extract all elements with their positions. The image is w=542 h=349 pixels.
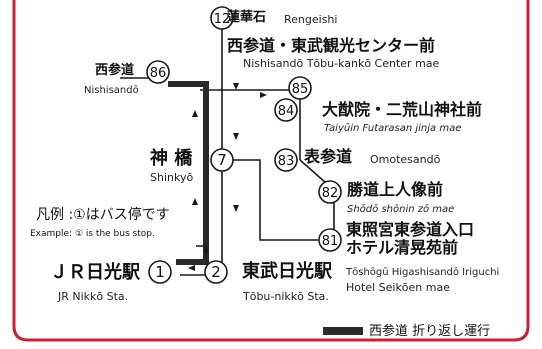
direction-arrow-trunk-mid <box>233 133 239 140</box>
stop-label-shinkyo-en: Shinkyō <box>150 171 194 184</box>
stop-marker-12-number: 12 <box>214 12 231 27</box>
stop-label-shinkyo-jp: 神 橋 <box>150 148 193 169</box>
stop-marker-85-number: 85 <box>292 82 309 97</box>
stop-marker-12-circle <box>210 6 234 30</box>
stop-marker-83: 83 <box>274 148 298 172</box>
stop-marker-85-circle <box>288 76 312 100</box>
stop-marker-1: 1 <box>148 260 172 284</box>
stop-label-shodo-jp: 勝道上人像前 <box>347 180 444 199</box>
legend-title-jp: 凡例 :①はバス停です <box>36 207 170 223</box>
stop-label-taiyuin-jp: 大猷院・二荒山神社前 <box>322 100 483 119</box>
stop-marker-84: 84 <box>274 98 298 122</box>
stop-label-seikoen-en: Hotel Seikōen mae <box>346 281 451 294</box>
stop-marker-1-number: 1 <box>155 263 165 281</box>
stop-marker-7: 7 <box>210 148 234 172</box>
direction-arrow-turnback-low <box>192 198 198 205</box>
legend-turnback-bar <box>323 327 363 335</box>
stop-label-toshogu-jp: 東照宮東参道入口 <box>346 220 475 239</box>
stop-marker-83-number: 83 <box>278 154 295 169</box>
stop-marker-7-circle <box>210 148 234 172</box>
route-line-to-81 <box>222 159 318 241</box>
stop-marker-2-number: 2 <box>211 263 221 281</box>
legend-turnback-label: 西参道 折り返し運行 <box>369 324 491 339</box>
stop-marker-81-circle <box>318 228 342 252</box>
direction-arrow-trunk-top <box>233 83 239 90</box>
stop-marker-86-number: 86 <box>150 66 167 81</box>
stop-label-shodo-en: Shōdō shōnin zō mae <box>347 204 455 215</box>
direction-arrow-turnback-up <box>192 110 198 117</box>
stop-label-nishisando-en: Nishisandō <box>84 85 139 96</box>
stop-label-tobu-nikko-en: Tōbu-nikkō Sta. <box>243 290 329 303</box>
stop-label-jr-nikko-jp: ＪＲ日光駅 <box>50 262 140 283</box>
legend-title-en: Example: ① is the bus stop. <box>30 229 155 239</box>
stop-label-seikoen-jp: ホテル清晃苑前 <box>346 238 459 257</box>
stop-label-center-mae-jp: 西参道・東武観光センター前 <box>227 36 436 55</box>
stop-label-omotesando-en: Omotesandō <box>370 153 441 166</box>
stop-marker-2-circle <box>204 260 228 284</box>
turnback-route-line <box>168 81 209 265</box>
stop-marker-81: 81 <box>318 228 342 252</box>
legend-sample-arrow <box>203 249 209 256</box>
direction-arrow-to-85 <box>260 92 267 98</box>
stop-marker-84-circle <box>274 98 298 122</box>
stop-label-center-mae-en: Nishisandō Tōbu-kankō Center mae <box>243 57 440 70</box>
stop-label-rengeishi-en: Rengeishi <box>284 13 338 26</box>
stop-label-toshogu-en: Tōshōgū Higashisandō Iriguchi <box>346 267 500 278</box>
stop-marker-82-circle <box>318 180 342 204</box>
stop-marker-86: 86 <box>146 60 170 84</box>
direction-arrow-to-jr <box>188 265 195 271</box>
stop-marker-84-number: 84 <box>278 104 295 119</box>
map-frame <box>12 0 530 342</box>
stop-marker-2: 2 <box>204 260 228 284</box>
stop-marker-85: 85 <box>288 76 312 100</box>
stop-marker-86-circle <box>146 60 170 84</box>
stop-label-tobu-nikko-jp: 東武日光駅 <box>242 261 332 282</box>
direction-arrow-trunk-low <box>233 205 239 212</box>
stop-label-omotesando-jp: 表参道 <box>304 147 353 166</box>
stop-marker-1-circle <box>148 260 172 284</box>
stop-marker-83-circle <box>274 148 298 172</box>
stop-marker-82-number: 82 <box>322 186 339 201</box>
stop-label-jr-nikko-en: JR Nikkō Sta. <box>58 290 129 303</box>
stop-marker-7-number: 7 <box>217 151 227 169</box>
stop-label-nishisando-jp: 西参道 <box>95 63 135 78</box>
stop-label-rengeishi-jp: 蓮華石 <box>227 10 267 25</box>
stop-label-taiyuin-en: Taiyūin Futarasan jinja mae <box>324 123 462 134</box>
stop-marker-81-number: 81 <box>322 234 339 249</box>
stop-marker-12: 12 <box>210 6 234 30</box>
stop-marker-82: 82 <box>318 180 342 204</box>
